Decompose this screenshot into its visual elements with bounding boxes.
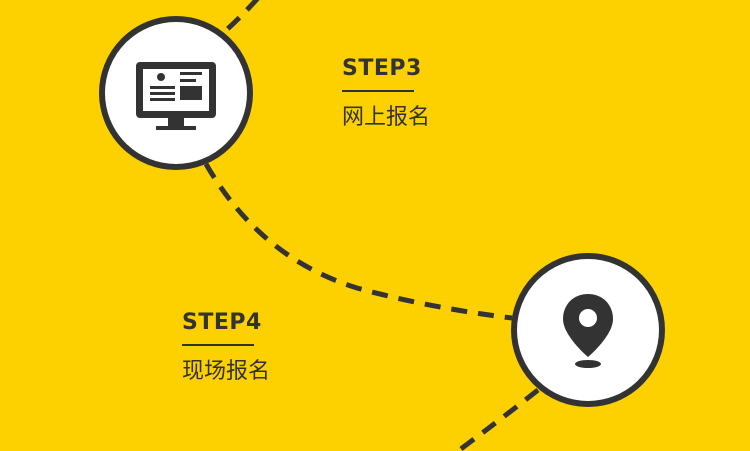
step4-title: STEP4 <box>182 310 262 335</box>
step3-underline <box>342 90 414 92</box>
dashed-connector-middle <box>203 162 513 321</box>
step3-text: 网上报名 <box>342 105 431 130</box>
step3-title: STEP3 <box>342 56 422 81</box>
location-pin-icon <box>563 294 613 368</box>
step4-underline <box>182 344 254 346</box>
dashed-connector-bottom <box>456 388 540 451</box>
step4-circle <box>511 253 665 407</box>
step3-circle <box>99 16 253 170</box>
step3-label-group: STEP3 网上报名 <box>342 56 430 132</box>
step4-text: 现场报名 <box>182 359 271 384</box>
dashed-connector-top <box>220 0 260 36</box>
monitor-icon <box>136 62 216 130</box>
step4-label-group: STEP4 现场报名 <box>182 310 270 386</box>
